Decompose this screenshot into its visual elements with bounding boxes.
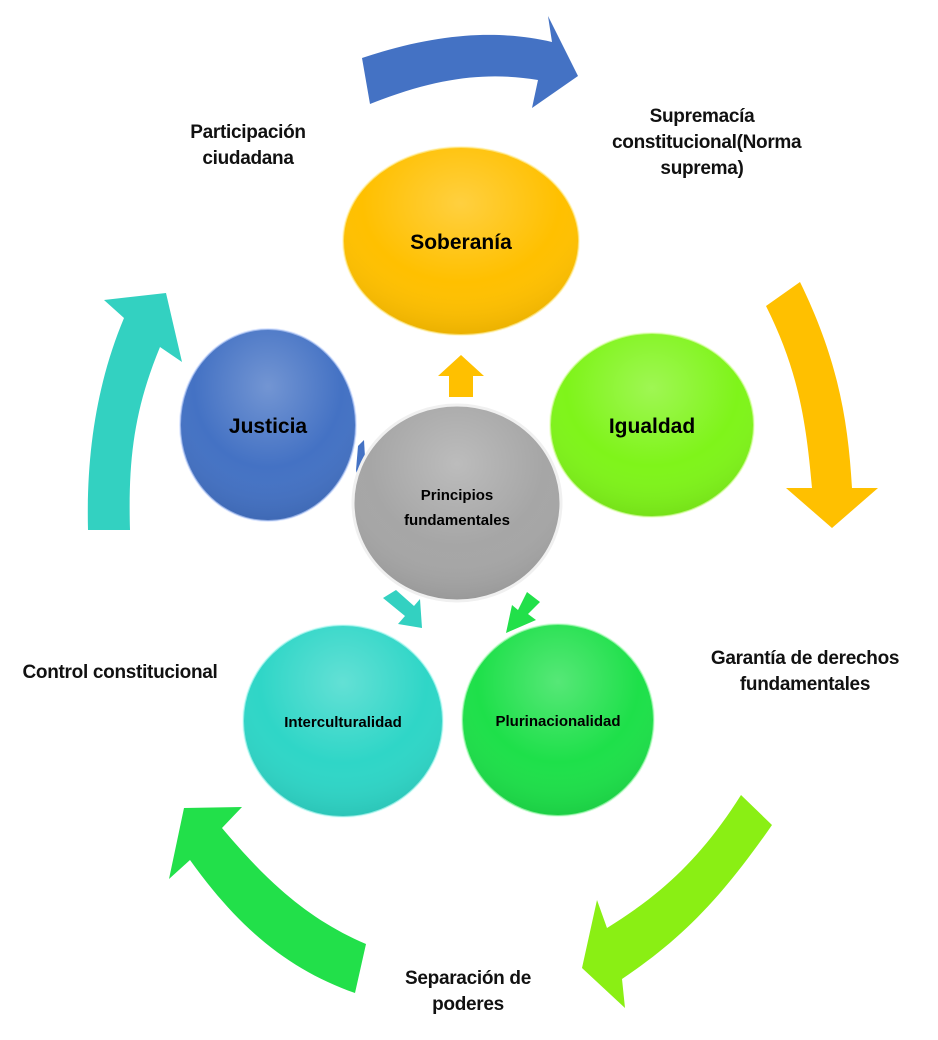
cycle-arrow-bottom-right — [582, 795, 772, 1008]
cycle-arrow-left — [87, 293, 182, 530]
cycle-arrow-bottom-left — [169, 807, 366, 993]
node-soberania: Soberanía — [342, 146, 580, 336]
label-participacion: Participación ciudadana — [178, 120, 318, 172]
label-garantia: Garantía de derechos fundamentales — [705, 646, 905, 698]
center-label-line-2: fundamentales — [404, 512, 510, 529]
node-label: Justicia — [229, 415, 308, 438]
node-label: Plurinacionalidad — [495, 713, 620, 730]
label-line: suprema) — [660, 158, 744, 179]
node-igualdad: Igualdad — [549, 332, 755, 518]
node-plurinacionalidad: Plurinacionalidad — [461, 623, 655, 817]
node-label: Interculturalidad — [284, 714, 402, 731]
node-center-principios: Principios fundamentales — [351, 403, 563, 603]
node-justicia: Justicia — [179, 328, 357, 522]
node-interculturalidad: Interculturalidad — [242, 624, 444, 818]
node-label: Igualdad — [609, 415, 695, 438]
center-label-line-1: Principios — [421, 487, 494, 504]
label-line: poderes — [432, 994, 504, 1015]
label-line: fundamentales — [739, 674, 871, 695]
label-separacion: Separación de poderes — [393, 966, 543, 1018]
label-supremacia: Supremacía constitucional(Norma suprema) — [612, 104, 802, 182]
label-control: Control constitucional — [10, 660, 230, 686]
label-line: constitucional(Norma — [612, 132, 802, 153]
cycle-arrow-right — [766, 282, 878, 528]
cycle-arrow-top — [362, 16, 578, 108]
label-line: ciudadana — [202, 148, 294, 169]
node-label: Soberanía — [410, 231, 512, 254]
label-line: Supremacía — [649, 106, 755, 127]
inner-arrow-down-left-icon — [383, 590, 422, 628]
inner-arrow-down-right-icon — [506, 592, 540, 633]
label-line: Participación — [190, 122, 306, 143]
label-line: Garantía de derechos — [710, 648, 900, 669]
label-line: Separación de — [405, 968, 531, 989]
inner-arrow-up-icon — [438, 355, 484, 397]
label-line: Control constitucional — [22, 662, 218, 683]
